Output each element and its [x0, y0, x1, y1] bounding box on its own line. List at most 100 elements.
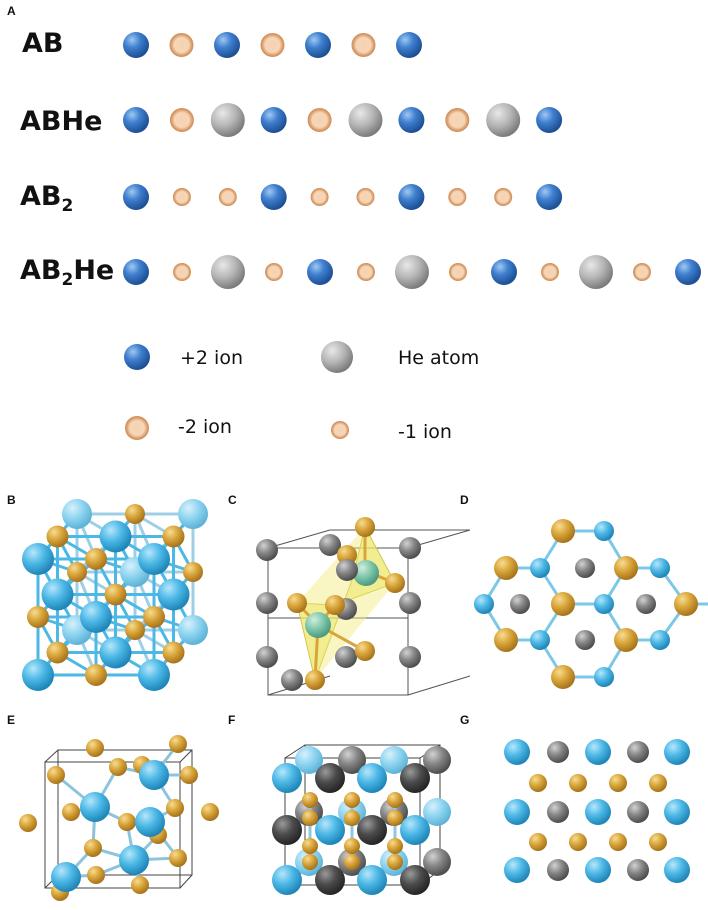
minus1-ion	[218, 188, 237, 206]
gold-atom	[529, 774, 547, 792]
blue-atom	[504, 857, 530, 883]
legend-plus2-symbol	[124, 344, 150, 370]
blue-atom	[504, 799, 530, 825]
gray-atom	[336, 559, 358, 581]
gold-atom	[85, 548, 107, 570]
he-atom	[211, 255, 245, 289]
gold-atom	[131, 876, 149, 894]
blue-atom	[22, 543, 54, 575]
gray-atom	[547, 801, 569, 823]
panel-label-c: C	[228, 493, 237, 507]
blue-atom	[315, 815, 345, 845]
plus2-ion	[260, 107, 287, 133]
legend-label-plus2: +2 ion	[180, 347, 243, 369]
blue-atom	[80, 601, 112, 633]
panel-label-a: A	[7, 4, 16, 18]
formula-ab2he: AB2He	[20, 255, 115, 290]
gray-atom	[399, 646, 421, 668]
gold-atom	[109, 758, 127, 776]
gray-atom	[423, 848, 451, 876]
gold-atom	[67, 562, 87, 582]
blue-atom	[178, 615, 208, 645]
gray-atom	[575, 630, 595, 650]
gold-atom	[104, 583, 127, 606]
gold-atom	[46, 641, 69, 664]
blue-atom	[139, 760, 169, 790]
blue-atom	[504, 739, 530, 765]
blue-atom	[664, 799, 690, 825]
gold-atom	[551, 592, 575, 616]
gold-atom	[355, 641, 375, 661]
teal-atom	[305, 612, 331, 638]
gold-atom	[387, 854, 403, 870]
formula-ab2: AB2	[20, 181, 74, 216]
gold-atom	[302, 838, 318, 854]
blue-atom	[119, 845, 149, 875]
panel-d-structure	[474, 519, 708, 689]
blue-atom	[594, 594, 614, 614]
plus2-ion	[260, 184, 287, 210]
gold-atom	[47, 766, 65, 784]
gray-atom	[281, 669, 303, 691]
gold-atom	[287, 593, 307, 613]
gold-atom	[162, 641, 185, 664]
dark-atom	[400, 865, 430, 895]
gold-atom	[529, 833, 547, 851]
gold-atom	[614, 556, 638, 580]
minus2-ion	[169, 108, 194, 132]
minus1-ion	[265, 263, 283, 281]
legend-he-symbol	[321, 341, 353, 373]
legend-minus1-symbol	[331, 421, 349, 439]
gray-atom	[627, 859, 649, 881]
plus2-ion	[307, 259, 333, 285]
blue-atom	[664, 857, 690, 883]
dark-atom	[272, 815, 302, 845]
gray-atom	[319, 534, 341, 556]
panel-b-structure	[22, 499, 208, 691]
gold-atom	[344, 792, 360, 808]
gray-atom	[636, 594, 656, 614]
blue-atom	[272, 865, 302, 895]
gold-atom	[85, 664, 107, 686]
minus1-ion	[356, 188, 375, 206]
blue-atom	[41, 578, 74, 611]
gold-atom	[125, 620, 145, 640]
blue-atom	[650, 558, 670, 578]
gray-atom	[510, 594, 530, 614]
dark-atom	[400, 763, 430, 793]
minus1-ion	[357, 263, 375, 281]
gold-atom	[62, 803, 80, 821]
plus2-ion	[398, 107, 425, 133]
gray-atom	[627, 741, 649, 763]
panel-g-structure	[504, 739, 690, 883]
plus2-ion	[123, 259, 149, 285]
he-atom	[210, 103, 245, 137]
plus2-ion	[123, 107, 149, 133]
minus2-ion	[260, 33, 285, 57]
panel-label-d: D	[460, 493, 469, 507]
gold-atom	[387, 838, 403, 854]
plus2-ion	[491, 259, 517, 285]
gold-atom	[344, 838, 360, 854]
blue-atom	[295, 746, 323, 774]
minus2-ion	[351, 33, 376, 57]
gold-atom	[84, 839, 102, 857]
gold-atom	[169, 735, 187, 753]
gray-atom	[338, 746, 366, 774]
gold-atom	[674, 592, 698, 616]
gold-atom	[86, 739, 104, 757]
he-atom	[348, 103, 383, 137]
gold-atom	[614, 628, 638, 652]
gold-atom	[19, 814, 37, 832]
blue-atom	[474, 594, 494, 614]
minus1-ion	[448, 188, 467, 206]
panel-e-structure	[19, 735, 219, 901]
gray-atom	[399, 592, 421, 614]
minus2-ion	[169, 33, 194, 57]
dark-atom	[315, 763, 345, 793]
gold-atom	[551, 665, 575, 689]
minus1-ion	[633, 263, 651, 281]
gold-atom	[569, 774, 587, 792]
blue-atom	[138, 543, 170, 575]
gold-atom	[201, 803, 219, 821]
